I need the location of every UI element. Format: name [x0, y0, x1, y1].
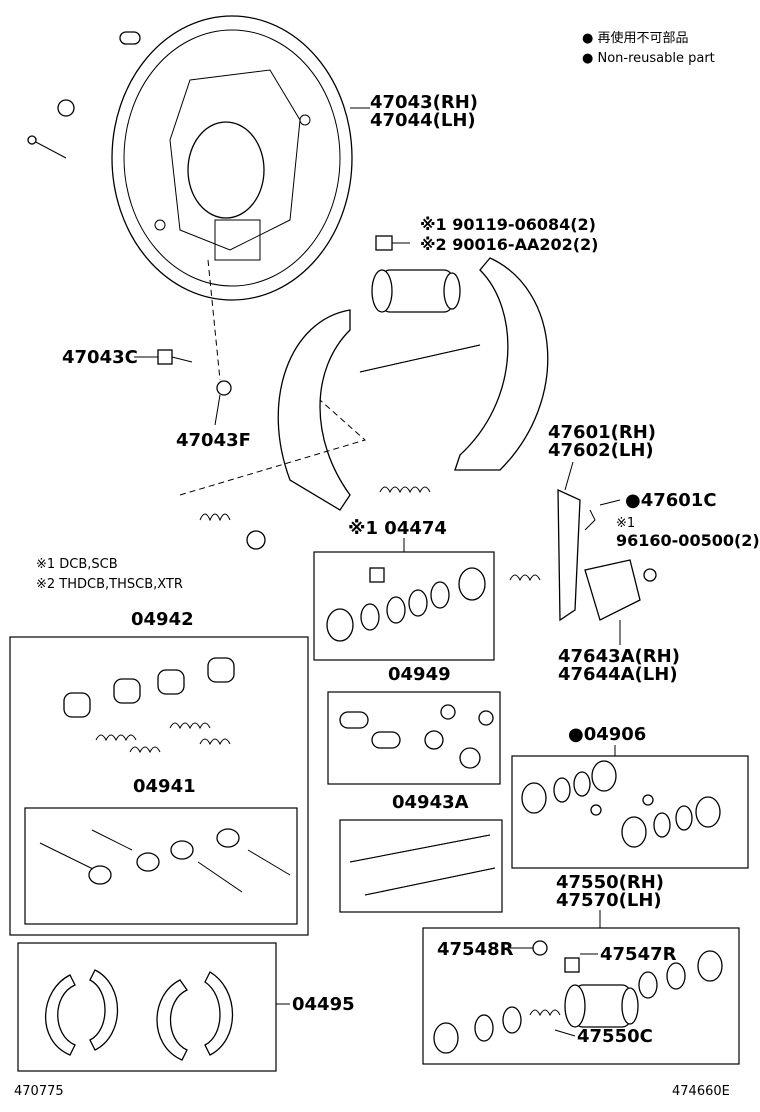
label-lever-lh: 47602(LH) [548, 440, 654, 461]
footer-right: 474660E [672, 1084, 730, 1099]
kit-04906-parts [521, 760, 721, 848]
kit-04906-box [511, 755, 749, 869]
legend-japanese: ● 再使用不可部品 [582, 30, 688, 46]
label-strut-rh: 47643A(RH) [558, 646, 680, 667]
label-kit-04906: ●04906 [568, 724, 646, 745]
label-backing-lh: 47044(LH) [370, 110, 476, 131]
strut [584, 559, 641, 621]
bolt-left [27, 135, 67, 159]
label-bleeder: 47547R [600, 944, 677, 965]
label-cyl-rh: 47550(RH) [556, 872, 664, 893]
hold-down-spring [199, 513, 231, 522]
label-kit-04941: 04941 [133, 776, 196, 797]
label-bleeder-cap: 47548R [437, 939, 514, 960]
strut-spring [509, 574, 541, 582]
kit-04941-parts [39, 828, 291, 893]
kit-04942-springs [63, 657, 235, 754]
label-nut: 47043F [176, 430, 251, 451]
shoe-kit-shoes [44, 969, 233, 1061]
shoe-kit-box [17, 942, 277, 1072]
kit-04941-box [24, 807, 298, 925]
label-bolt-1: ※1 90119-06084(2) [420, 215, 596, 234]
bleeder-screw [564, 957, 580, 973]
note-1: ※1 DCB,SCB [36, 557, 118, 572]
adjuster [359, 344, 481, 373]
nut [216, 380, 232, 396]
cylinder-parts [433, 950, 723, 1054]
label-cyl-spring: 47550C [577, 1026, 653, 1047]
label-bolt-2: ※2 90016-AA202(2) [420, 235, 598, 254]
label-strut-lh: 47644A(LH) [558, 664, 678, 685]
shoe-left [277, 309, 351, 511]
cylinder-body [564, 984, 639, 1028]
stud [157, 349, 193, 365]
backing-plate [111, 15, 353, 301]
shoe-right [454, 257, 549, 471]
label-stud: 47043C [62, 347, 138, 368]
wheel-cylinder-box [422, 927, 740, 1065]
cylinder-bolt [375, 235, 410, 251]
label-washer-note: ※1 [616, 516, 635, 531]
label-kit-04942: 04942 [131, 609, 194, 630]
label-kit-04943a: 04943A [392, 792, 469, 813]
wheel-cylinder [371, 269, 461, 313]
kit-04943a-adjusters [349, 834, 496, 896]
label-shoes: 04495 [292, 994, 355, 1015]
cup [246, 530, 266, 550]
label-kit-04474: ※1 04474 [348, 518, 447, 539]
label-washer: 96160-00500(2) [616, 531, 760, 550]
footer-left: 470775 [14, 1084, 64, 1099]
kit-04474-box [313, 551, 495, 661]
label-backing-rh: 47043(RH) [370, 92, 478, 113]
kit-04943a-box [339, 819, 503, 913]
bleeder-cap [532, 940, 548, 956]
kit-04949-parts [339, 704, 494, 769]
label-clip: ●47601C [625, 490, 717, 511]
kit-04474-parts [326, 567, 486, 642]
c-clip [584, 509, 596, 531]
kit-04942-box [9, 636, 309, 936]
return-spring [379, 486, 431, 494]
plug [119, 31, 141, 45]
parking-lever [557, 488, 581, 622]
label-lever-rh: 47601(RH) [548, 422, 656, 443]
legend-non-reusable: ● Non-reusable part [582, 51, 715, 66]
label-kit-04949: 04949 [388, 664, 451, 685]
kit-04949-box [327, 691, 501, 785]
note-2: ※2 THDCB,THSCB,XTR [36, 577, 183, 592]
label-cyl-lh: 47570(LH) [556, 890, 662, 911]
washer [643, 568, 657, 582]
nut-small [57, 99, 75, 117]
